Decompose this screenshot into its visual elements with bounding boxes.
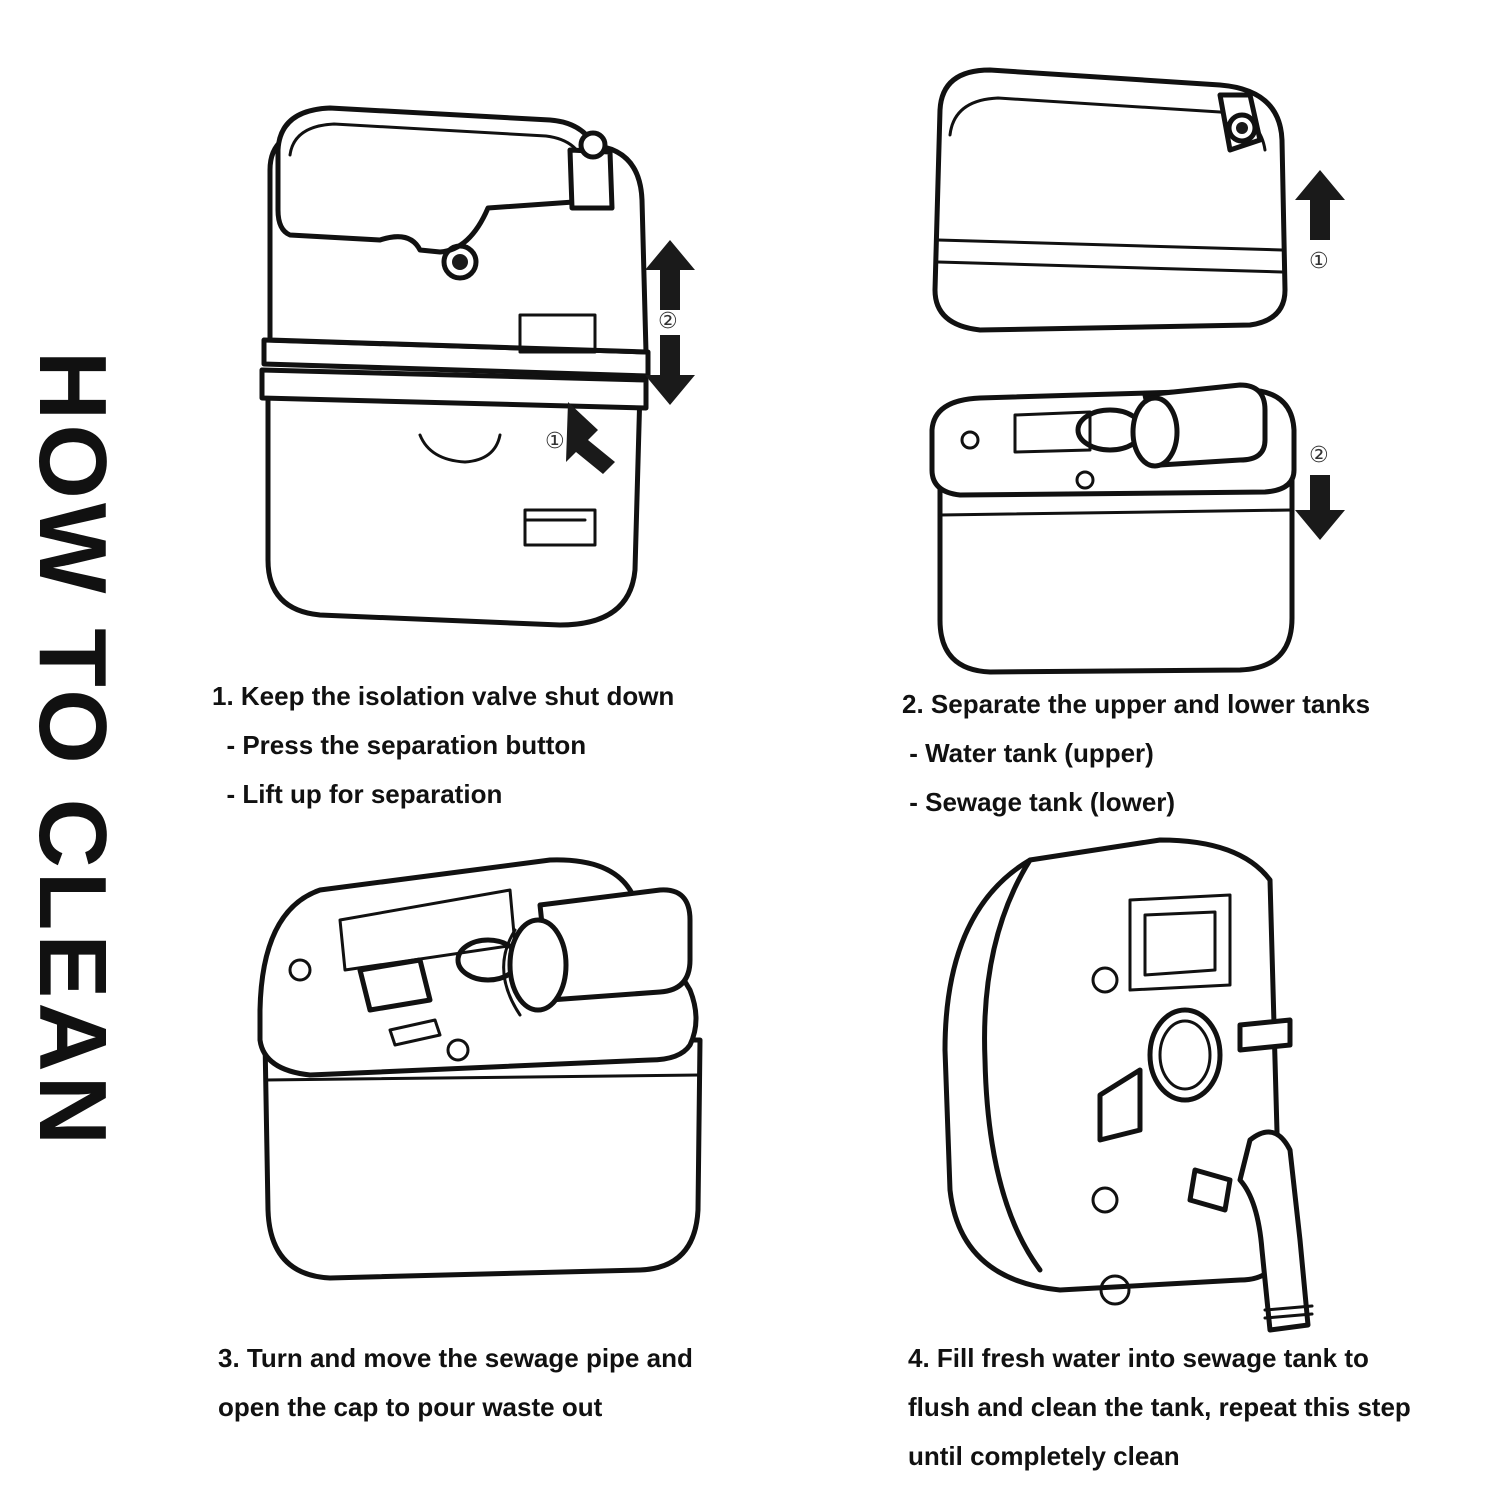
step-1-detail-1: - Press the separation button: [212, 730, 587, 760]
separated-tanks-drawing: ① ②: [929, 67, 1345, 675]
step-2-marker-2: ②: [1309, 443, 1329, 468]
step-2-marker-1: ①: [1309, 249, 1329, 274]
assembled-toilet-drawing: ① ②: [259, 105, 695, 628]
step-4-caption: 4. Fill fresh water into sewage tank to …: [908, 1334, 1411, 1481]
tank-flush-drawing: [942, 837, 1314, 1333]
step-4-illustration: [940, 820, 1360, 1340]
step-3-caption: 3. Turn and move the sewage pipe and ope…: [218, 1334, 693, 1432]
step-2-heading: 2. Separate the upper and lower tanks: [902, 689, 1371, 719]
step-4-line-3: until completely clean: [908, 1441, 1180, 1471]
step-1-illustration: ① ②: [250, 90, 710, 640]
step-2-illustration: ① ②: [920, 40, 1360, 690]
step-1-heading: 1. Keep the isolation valve shut down: [212, 681, 675, 711]
step-1-marker-1: ①: [545, 429, 565, 454]
step-3-line-2: open the cap to pour waste out: [218, 1392, 603, 1422]
step-2-detail-2: - Sewage tank (lower): [902, 787, 1176, 817]
step-2-detail-1: - Water tank (upper): [902, 738, 1154, 768]
step-1-caption: 1. Keep the isolation valve shut down - …: [212, 672, 674, 819]
step-4-line-2: flush and clean the tank, repeat this st…: [908, 1392, 1411, 1422]
step-1-detail-2: - Lift up for separation: [212, 779, 503, 809]
step-2-caption: 2. Separate the upper and lower tanks - …: [902, 680, 1370, 827]
step-1-marker-2: ②: [658, 309, 678, 334]
step-3-line-1: 3. Turn and move the sewage pipe and: [218, 1343, 693, 1373]
step-4-line-1: 4. Fill fresh water into sewage tank to: [908, 1343, 1369, 1373]
sewage-tank-pipe-drawing: [257, 857, 703, 1281]
page-title: HOW TO CLEAN: [19, 350, 126, 1150]
step-3-illustration: [250, 850, 720, 1290]
